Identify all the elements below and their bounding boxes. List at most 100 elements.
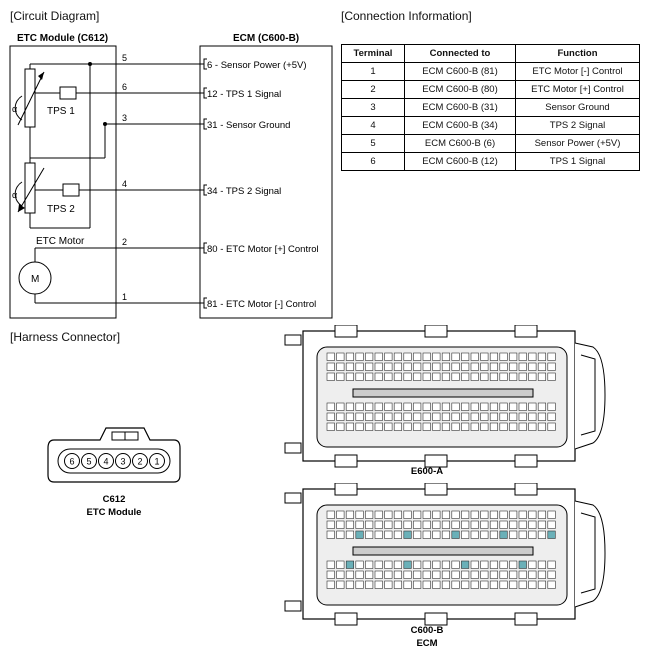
- connector-pin: [393, 352, 402, 361]
- cell: ECM C600-B (34): [404, 116, 516, 135]
- connector-pin: [413, 352, 422, 361]
- connector-pin: [528, 560, 537, 569]
- c600b-connector: C600-B ECM: [284, 483, 606, 649]
- connector-pin: [441, 570, 450, 579]
- c612-pin-number: 1: [154, 457, 159, 467]
- connector-pin: [499, 352, 508, 361]
- tps1-sensor: α TPS 1: [12, 63, 116, 159]
- harness-wires: [90, 63, 204, 304]
- cell: ETC Motor [+] Control: [515, 80, 640, 99]
- connector-pin: [489, 520, 498, 529]
- connector-pin: [489, 352, 498, 361]
- cell: 1: [341, 62, 405, 81]
- latch-tab: [334, 325, 358, 338]
- latch-tab: [514, 483, 538, 496]
- connector-pin: [355, 520, 364, 529]
- connector-pin: [336, 352, 345, 361]
- connector-pin: [528, 402, 537, 411]
- connector-pin: [413, 530, 422, 539]
- connector-pin: [461, 412, 470, 421]
- c612-name: ETC Module: [87, 507, 142, 518]
- connector-pin: [422, 530, 431, 539]
- cell: ECM C600-B (31): [404, 98, 516, 117]
- connector-pin: [432, 412, 441, 421]
- ecm-signal: 31 - Sensor Ground: [207, 120, 290, 131]
- connector-pin: [365, 580, 374, 589]
- connector-pin: [480, 372, 489, 381]
- connector-pin: [480, 422, 489, 431]
- connector-pin: [537, 520, 546, 529]
- cell: 6: [341, 152, 405, 171]
- ecm-signal: 6 - Sensor Power (+5V): [207, 60, 307, 71]
- motor-symbol: M: [31, 274, 39, 285]
- connector-pin: [480, 570, 489, 579]
- connector-pin: [393, 580, 402, 589]
- table-header-row: Terminal Connected to Function: [341, 44, 640, 63]
- connector-pin: [355, 422, 364, 431]
- alpha-symbol-2: α: [12, 190, 17, 200]
- pin-number: 2: [122, 237, 127, 247]
- latch-tab: [424, 483, 448, 496]
- connector-pin: [470, 580, 479, 589]
- connector-pin: [384, 570, 393, 579]
- connector-pin: [499, 412, 508, 421]
- connector-pin: [413, 422, 422, 431]
- connector-pin: [345, 510, 355, 519]
- connector-pin: [374, 510, 383, 519]
- connector-pin: [393, 510, 402, 519]
- connector-pin: [470, 570, 479, 579]
- connector-pin: [384, 352, 393, 361]
- connector-pin: [365, 402, 374, 411]
- connector-pin: [480, 402, 489, 411]
- connector-pin: [336, 402, 345, 411]
- connector-pin: [547, 530, 556, 539]
- connector-pin: [489, 402, 498, 411]
- connector-pin: [422, 362, 431, 371]
- connector-pin: [345, 362, 355, 371]
- mount-ear: [284, 334, 302, 346]
- pin-number: 1: [122, 292, 127, 302]
- etc-motor-label: ETC Motor: [36, 236, 85, 247]
- connector-pin: [403, 530, 412, 539]
- connector-pin: [528, 520, 537, 529]
- connector-pin: [470, 530, 479, 539]
- circuit-diagram: ETC Module (C612) ECM (C600-B) α TPS 1 α…: [9, 33, 333, 319]
- connector-pin: [470, 402, 479, 411]
- connector-pin: [461, 352, 470, 361]
- latch-tab: [334, 454, 358, 468]
- connector-pin: [355, 560, 364, 569]
- connector-pin: [451, 422, 460, 431]
- connector-pin: [365, 372, 374, 381]
- connector-pin: [480, 362, 489, 371]
- connector-pin: [403, 510, 412, 519]
- connector-pin: [537, 352, 546, 361]
- connector-pin: [422, 560, 431, 569]
- connector-pin: [355, 372, 364, 381]
- connector-pin: [547, 520, 556, 529]
- circuit-diagram-heading: [Circuit Diagram]: [10, 9, 100, 23]
- connector-pin: [470, 520, 479, 529]
- connector-pin: [461, 422, 470, 431]
- connector-pin: [470, 352, 479, 361]
- connector-pin: [403, 372, 412, 381]
- connector-pin: [345, 570, 355, 579]
- cell: Sensor Ground: [515, 98, 640, 117]
- connector-pin: [393, 560, 402, 569]
- connector-pin: [345, 352, 355, 361]
- connection-info-heading: [Connection Information]: [341, 9, 472, 23]
- header-function: Function: [515, 44, 640, 63]
- connector-pin: [326, 402, 335, 411]
- connector-pin: [461, 560, 470, 569]
- connector-pin: [355, 570, 364, 579]
- connector-pin: [499, 372, 508, 381]
- connector-pin: [470, 362, 479, 371]
- e600a-connector: E600-A: [284, 325, 606, 477]
- c612-code: C612: [103, 494, 126, 505]
- connector-pin: [326, 580, 335, 589]
- connector-pin: [470, 510, 479, 519]
- connector-pin: [537, 570, 546, 579]
- c600b-name: ECM: [416, 638, 437, 649]
- connector-pin: [336, 422, 345, 431]
- connector-pin: [355, 402, 364, 411]
